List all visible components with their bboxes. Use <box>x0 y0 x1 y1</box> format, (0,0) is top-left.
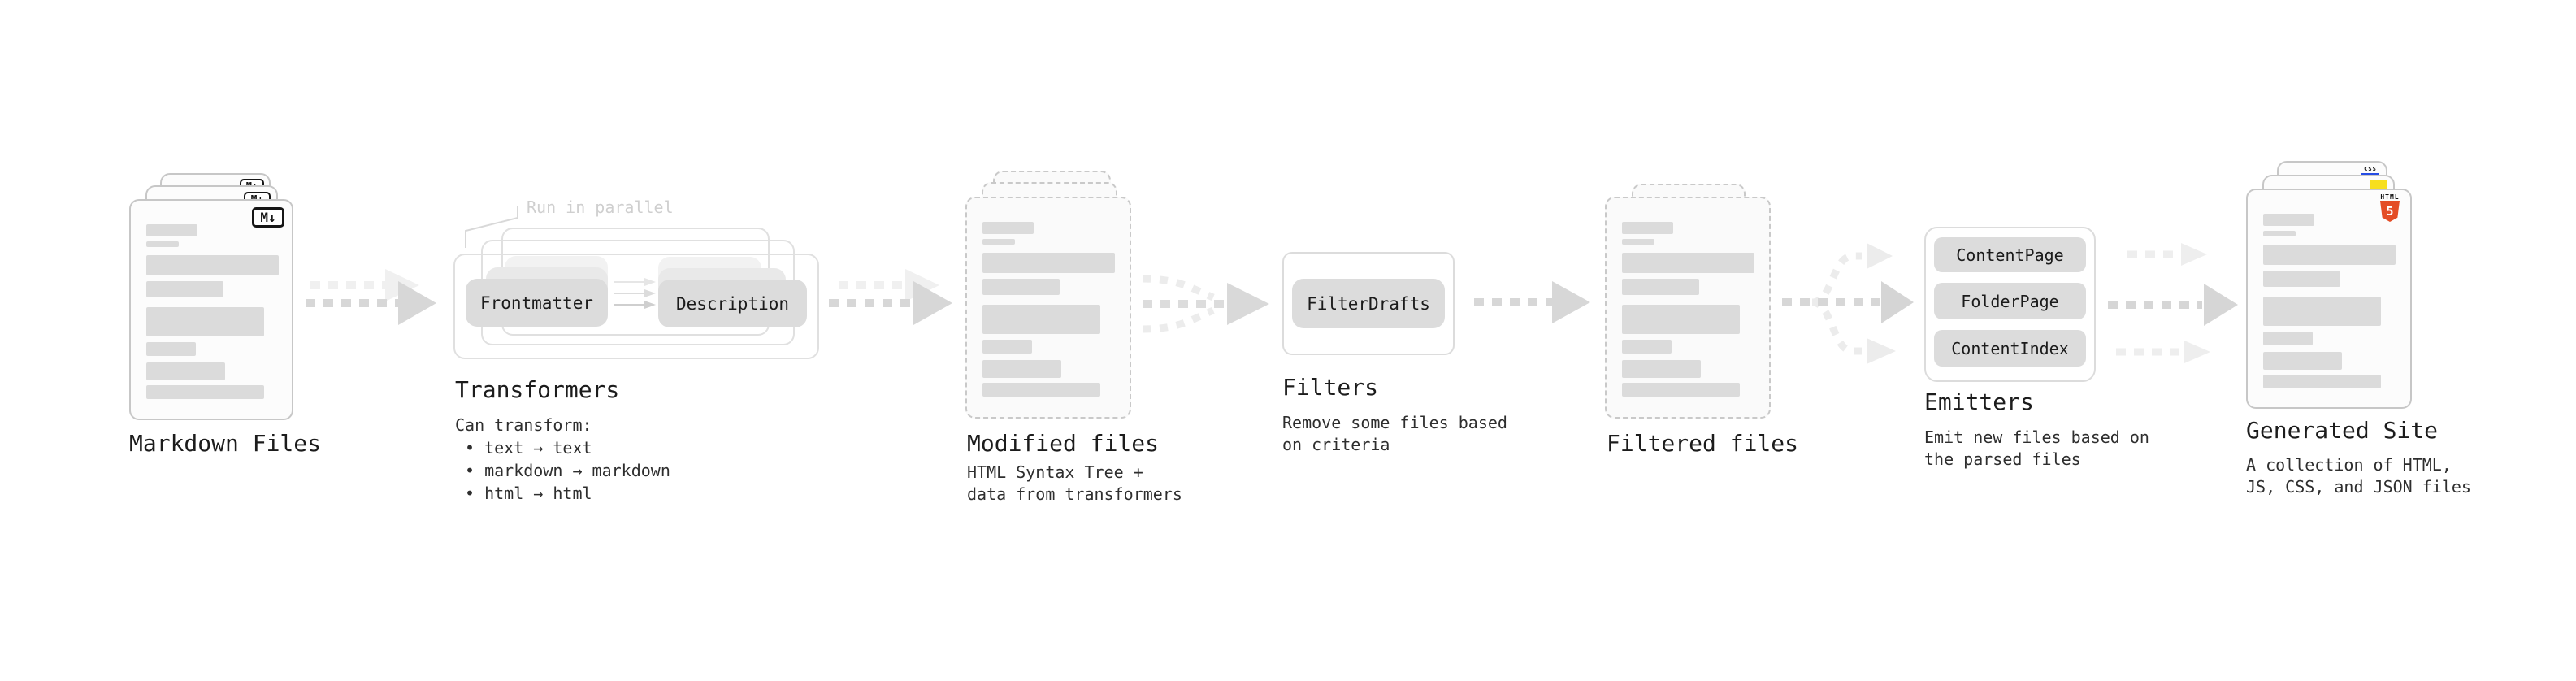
placeholder-bar <box>2263 271 2340 287</box>
arrow-modified-to-filters <box>1142 275 1269 333</box>
description-box: Description <box>658 280 807 327</box>
placeholder-bar <box>2263 245 2396 265</box>
placeholder-bar <box>982 360 1061 378</box>
placeholder-bar <box>2263 332 2313 345</box>
transformers-description: Can transform: • text → text • markdown … <box>455 414 670 505</box>
desc-line: JS, CSS, and JSON files <box>2246 477 2471 497</box>
arrow-filtered-to-emitters <box>1782 243 1914 364</box>
arrow-middle <box>2108 284 2238 326</box>
run-in-parallel-note: Run in parallel <box>527 197 674 217</box>
placeholder-bar <box>146 362 225 380</box>
emitters-title: Emitters <box>1924 388 2034 415</box>
arrow-transformers-to-modified <box>829 269 952 325</box>
placeholder-bar <box>146 224 197 236</box>
placeholder-bar <box>1622 253 1754 273</box>
js-icon <box>2370 180 2387 189</box>
transformer-step-arrows <box>614 278 656 309</box>
placeholder-bar <box>1622 360 1701 378</box>
desc-line: data from transformers <box>967 484 1182 504</box>
markdown-file-front: M↓ <box>129 199 293 420</box>
filtered-file-front <box>1605 197 1771 419</box>
desc-line: the parsed files <box>1924 449 2081 469</box>
arrow-top <box>2127 243 2207 266</box>
css-icon-label: CSS <box>2364 166 2377 172</box>
filterdrafts-box: FilterDrafts <box>1292 279 1445 328</box>
transformers-bullet: • html → html <box>465 484 592 503</box>
generated-site-description: A collection of HTML, JS, CSS, and JSON … <box>2246 454 2471 498</box>
placeholder-bar <box>146 281 223 297</box>
html5-icon: HTML 5 <box>2379 193 2400 222</box>
placeholder-bar <box>2263 231 2296 236</box>
placeholder-bar <box>1622 279 1699 295</box>
contentindex-box: ContentIndex <box>1934 330 2086 367</box>
filters-description: Remove some files based on criteria <box>1282 412 1507 456</box>
arrow-filters-to-filtered <box>1474 281 1590 323</box>
placeholder-bar <box>982 305 1100 334</box>
placeholder-bar <box>982 383 1100 397</box>
arrow-bottom <box>2116 340 2210 363</box>
placeholder-bar <box>1622 222 1673 234</box>
generated-file-html: HTML 5 <box>2246 189 2412 409</box>
frontmatter-box: Frontmatter <box>466 279 608 327</box>
placeholder-bar <box>982 253 1115 273</box>
transformers-bullet: • text → text <box>465 438 592 458</box>
placeholder-bar <box>1622 383 1740 397</box>
placeholder-bar <box>146 241 179 247</box>
placeholder-bar <box>1622 305 1740 334</box>
emitters-description: Emit new files based on the parsed files <box>1924 427 2149 471</box>
placeholder-bar <box>2263 214 2314 226</box>
parallel-callout-line <box>465 206 518 248</box>
filtered-files-label: Filtered files <box>1607 430 1799 457</box>
placeholder-bar <box>982 340 1032 354</box>
desc-line: A collection of HTML, <box>2246 455 2452 475</box>
placeholder-bar <box>1622 340 1672 354</box>
transformer-frame-front <box>453 254 819 359</box>
filters-title: Filters <box>1282 374 1379 401</box>
markdown-icon: M↓ <box>252 207 284 228</box>
placeholder-bar <box>146 342 196 356</box>
arrow-main <box>306 281 436 325</box>
placeholder-bar <box>982 239 1015 245</box>
placeholder-bar <box>2263 297 2381 326</box>
placeholder-bar <box>982 279 1060 295</box>
transformers-desc-heading: Can transform: <box>455 415 592 435</box>
arrow-main <box>829 281 952 325</box>
generated-site-label: Generated Site <box>2246 417 2439 444</box>
placeholder-bar <box>2263 375 2381 388</box>
markdown-files-label: Markdown Files <box>129 430 322 457</box>
modified-file-front <box>965 197 1131 419</box>
transformers-bullet: • markdown → markdown <box>465 461 670 480</box>
desc-line: on criteria <box>1282 435 1390 454</box>
folderpage-box: FolderPage <box>1934 283 2086 319</box>
modified-files-description: HTML Syntax Tree + data from transformer… <box>967 462 1182 505</box>
placeholder-bar <box>146 385 264 399</box>
contentpage-box: ContentPage <box>1934 237 2086 272</box>
transformers-title: Transformers <box>455 376 620 403</box>
placeholder-bar <box>146 307 264 336</box>
html5-icon-label: HTML <box>2380 193 2400 201</box>
desc-line: HTML Syntax Tree + <box>967 462 1143 482</box>
arrow-markdown-to-transformers <box>306 269 436 325</box>
desc-line: Emit new files based on <box>1924 427 2149 447</box>
placeholder-bar <box>982 222 1034 234</box>
desc-line: Remove some files based <box>1282 413 1507 432</box>
placeholder-bar <box>146 255 279 275</box>
arrows-emitters-to-generated <box>2108 243 2238 363</box>
placeholder-bar <box>1622 239 1654 245</box>
modified-files-label: Modified files <box>967 430 1160 457</box>
placeholder-bar <box>2263 352 2342 370</box>
html5-icon-shield: 5 <box>2380 201 2400 222</box>
